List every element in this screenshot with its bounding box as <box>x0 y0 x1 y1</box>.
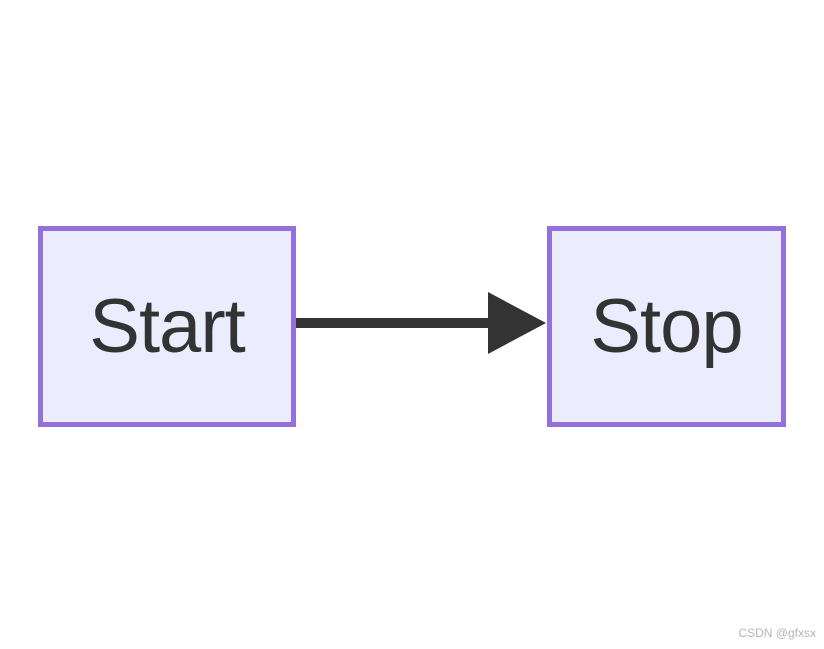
flowchart-node-stop: Stop <box>547 226 786 427</box>
edge-start-to-stop-line <box>296 318 488 328</box>
watermark: CSDN @gfxsx <box>738 626 816 640</box>
flowchart-node-start: Start <box>38 226 296 427</box>
node-stop-label: Stop <box>590 283 743 369</box>
node-start-label: Start <box>89 283 245 369</box>
arrowhead-right-icon <box>488 292 546 354</box>
